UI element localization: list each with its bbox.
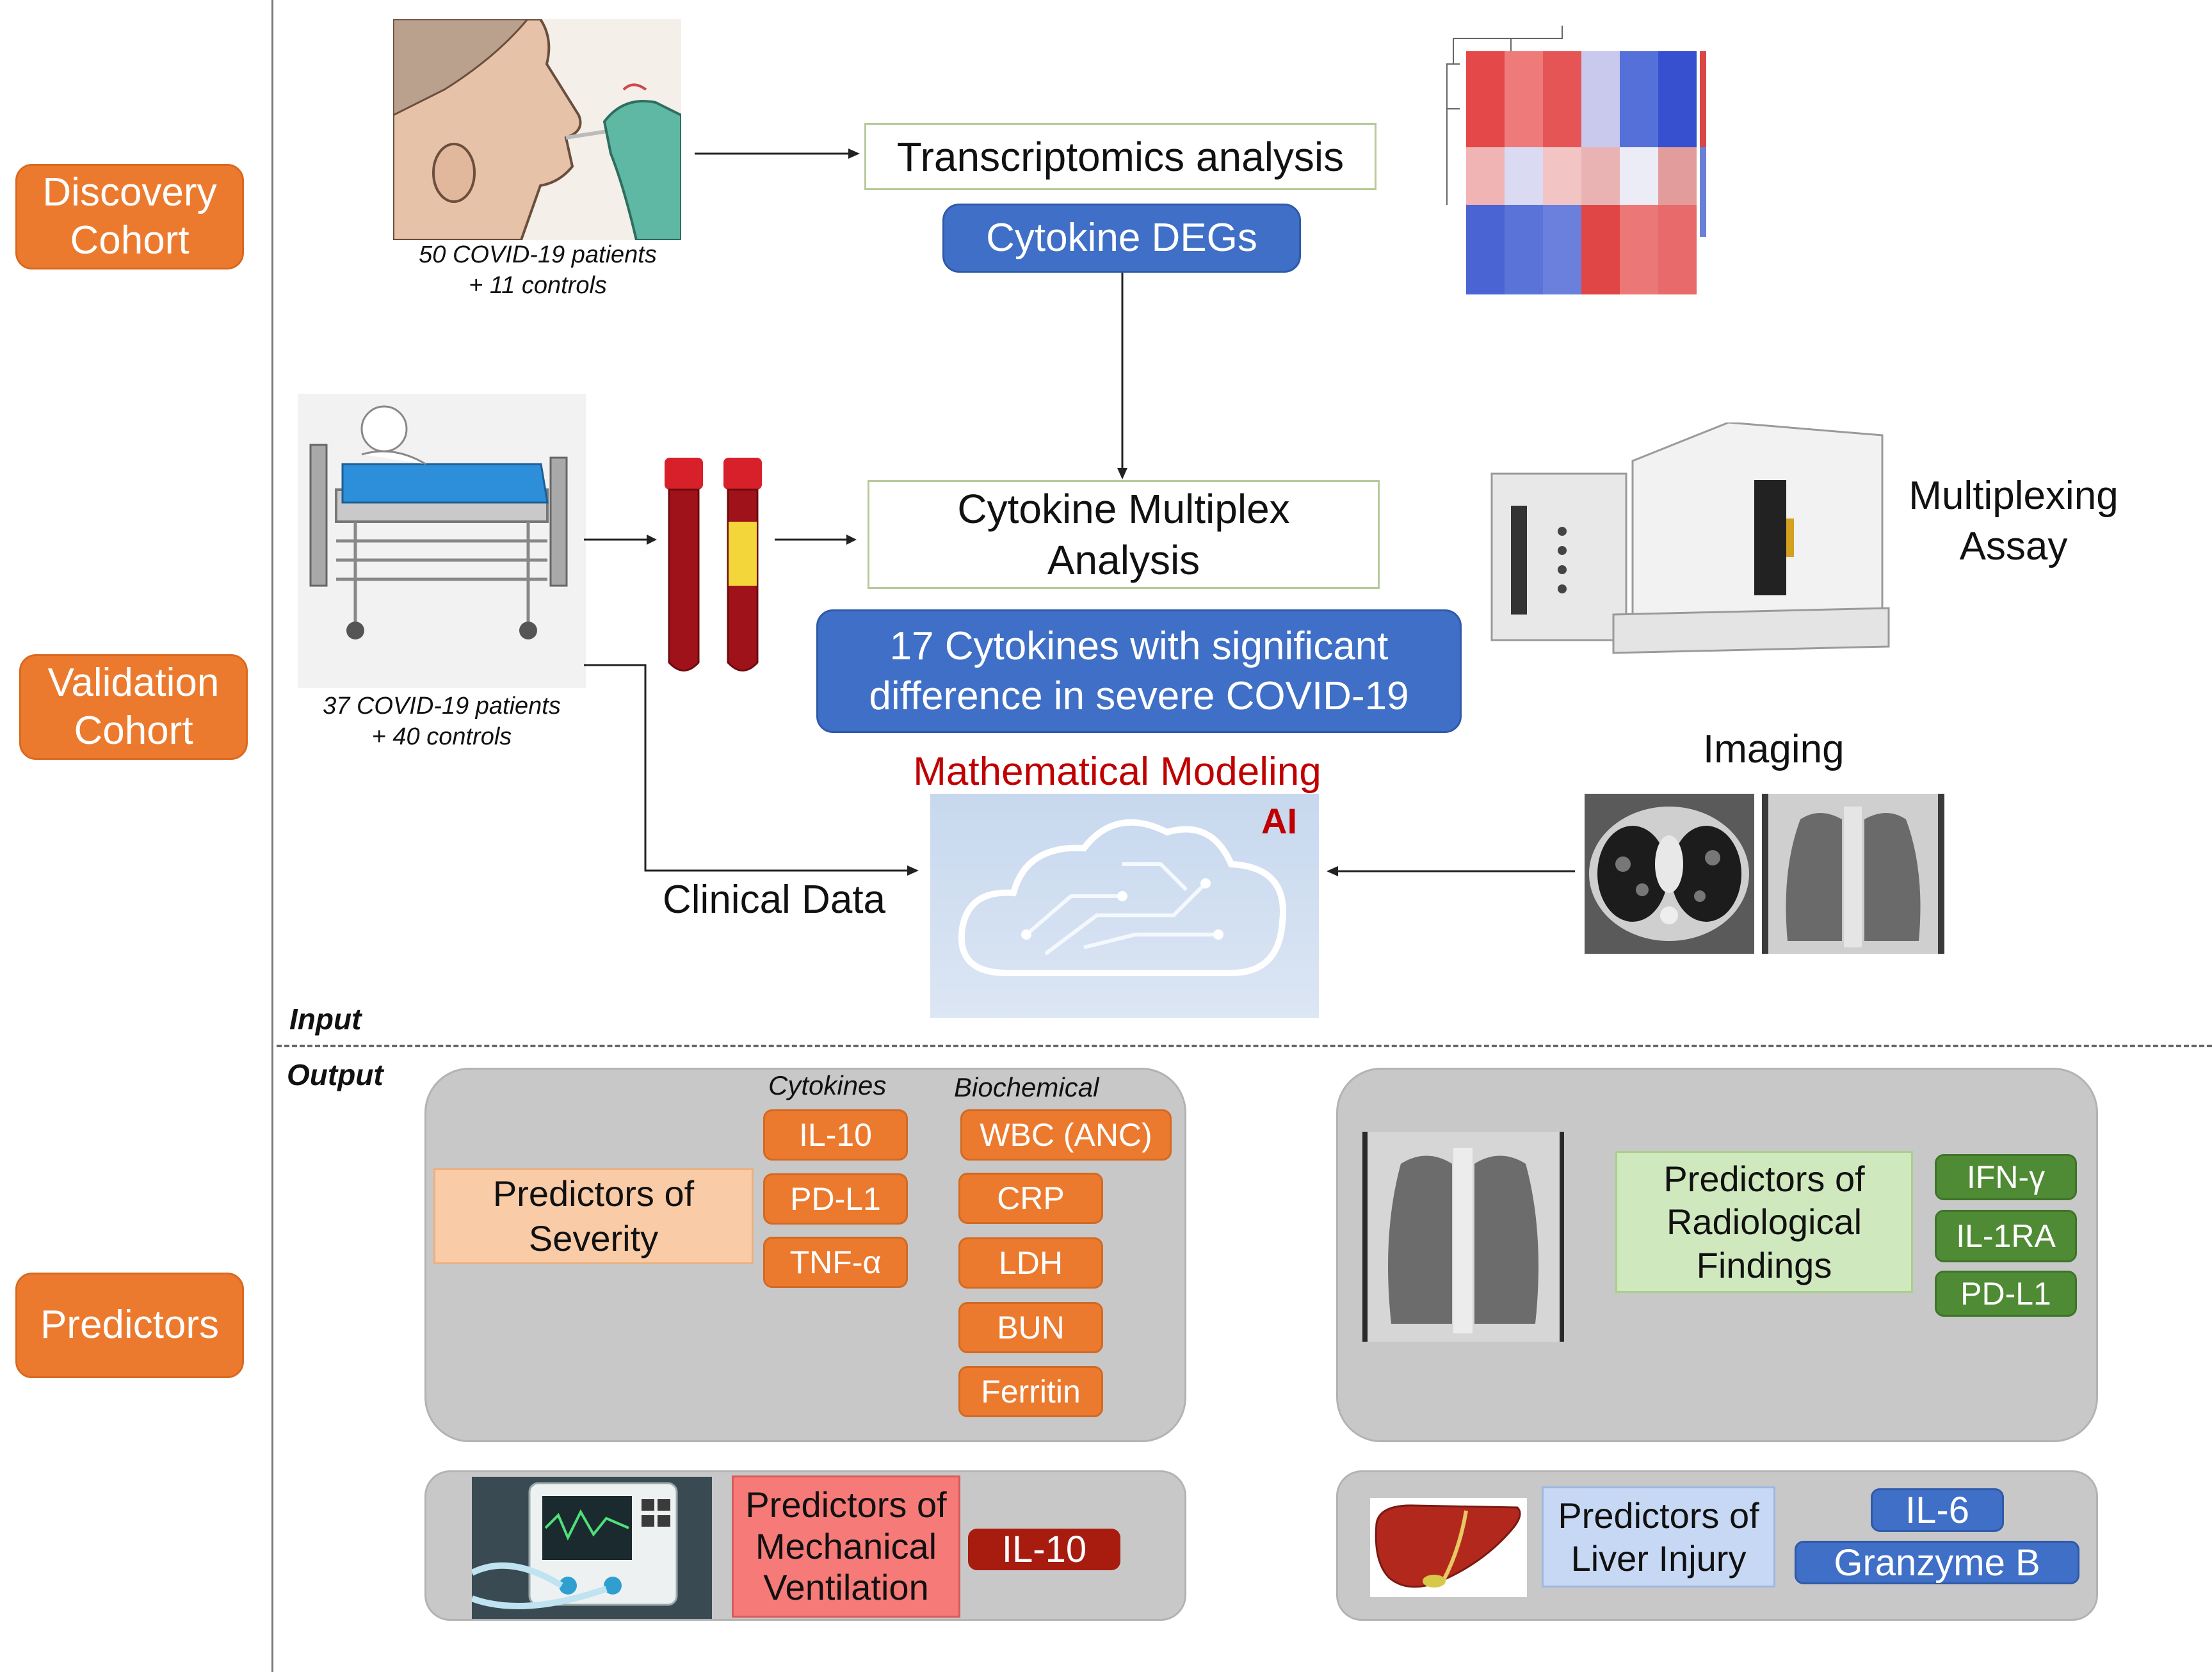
arrow-swab-to-transcriptomics (695, 149, 860, 159)
radiological-marker-chip: IL-1RA (1935, 1210, 2077, 1262)
cytokines-heading: Cytokines (768, 1070, 887, 1100)
severity-biochemical-chip: Ferritin (958, 1366, 1103, 1417)
ai-label: AI (1261, 801, 1297, 841)
left-separator (271, 0, 273, 1672)
arrow-degs-to-multiplex (1117, 273, 1127, 479)
severity-biochemical-chip: WBC (ANC) (960, 1109, 1172, 1161)
radiological-marker-chip: IFN-γ (1935, 1154, 2077, 1200)
ventilation-marker-chip: IL-10 (968, 1529, 1120, 1570)
severity-cytokine-chip: PD-L1 (763, 1173, 908, 1225)
liver-marker-chip: Granzyme B (1795, 1541, 2079, 1584)
arrow-clinical-to-modeling (584, 664, 919, 876)
radiology-xray-image (1362, 1132, 1564, 1342)
severity-biochemical-chip: CRP (958, 1173, 1103, 1224)
blood-tubes-illustration (665, 458, 762, 671)
liver-illustration (1370, 1498, 1527, 1597)
severity-cytokine-chip: IL-10 (763, 1109, 908, 1161)
hospital-bed-illustration (298, 394, 586, 688)
radiological-marker-chip: PD-L1 (1935, 1271, 2077, 1317)
severity-biochemical-chip: LDH (958, 1237, 1103, 1289)
cytokine-degs-box: Cytokine DEGs (942, 204, 1301, 273)
severity-biochemical-chip: BUN (958, 1302, 1103, 1353)
predictors-tag: Predictors (15, 1273, 244, 1378)
mathematical-modeling-label: Mathematical Modeling (913, 750, 1321, 794)
discovery-cohort-tag: Discovery Cohort (15, 164, 244, 269)
nasal-swab-illustration (393, 19, 681, 240)
input-label: Input (289, 1002, 362, 1036)
chest-xray-image (1762, 794, 1944, 954)
transcriptomics-box: Transcriptomics analysis (864, 123, 1376, 190)
discovery-caption: 50 COVID-19 patients + 11 controls (419, 241, 657, 299)
ventilator-illustration (472, 1477, 712, 1619)
arrow-bed-to-tubes (584, 535, 657, 545)
ai-cloud-image (930, 794, 1319, 1018)
output-label: Output (287, 1058, 383, 1091)
multiplexing-assay-label: Multiplexing Assay (1909, 474, 2119, 569)
validation-cohort-tag: Validation Cohort (19, 654, 248, 760)
input-output-divider (277, 1045, 2212, 1047)
biochemical-heading: Biochemical (954, 1072, 1099, 1102)
severity-cytokine-chip: TNF-α (763, 1237, 908, 1288)
clinical-data-label: Clinical Data (663, 878, 886, 922)
arrow-tubes-to-multiplex (775, 535, 857, 545)
imaging-label: Imaging (1703, 727, 1845, 771)
validation-caption: 37 COVID-19 patients + 40 controls (323, 693, 561, 750)
heatmap-image (1434, 13, 1722, 301)
ct-scan-image (1585, 794, 1754, 954)
arrow-imaging-to-modeling (1327, 866, 1575, 876)
multiplexing-instrument-illustration (1490, 422, 1890, 654)
liver-marker-chip: IL-6 (1871, 1488, 2004, 1532)
